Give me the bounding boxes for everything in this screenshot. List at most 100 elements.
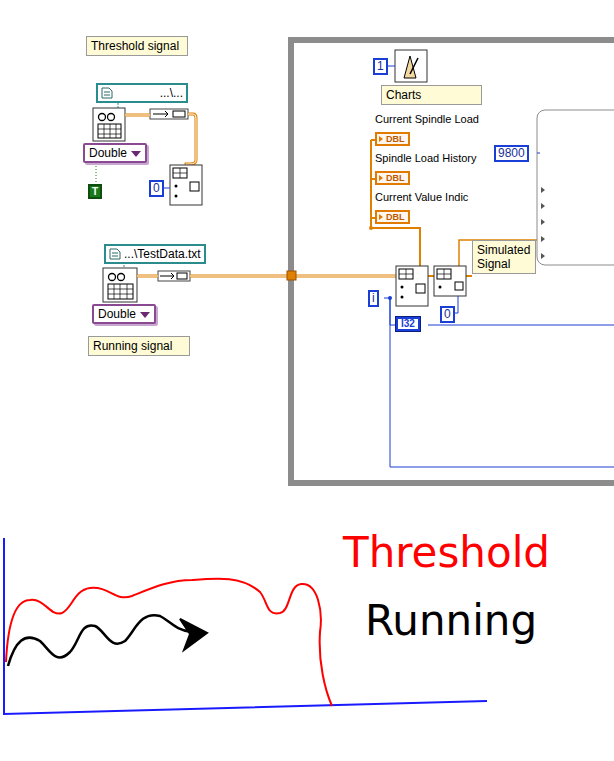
indicator-terminal: Current Value IndicDBL xyxy=(375,191,468,224)
read-spreadsheet-icon-part xyxy=(108,284,133,299)
threshold-curve xyxy=(6,579,332,706)
node-text: Charts xyxy=(386,88,421,102)
indicator-label: Current Spindle Load xyxy=(375,113,479,125)
index-array-icon-part xyxy=(401,296,404,299)
transpose-icon-part xyxy=(125,115,150,116)
index-array-icon xyxy=(162,165,202,205)
node-text: ...\... xyxy=(160,86,183,100)
node-text: Simulated Signal xyxy=(477,243,530,271)
index-array-icon-part xyxy=(434,266,466,296)
read-spreadsheet-icon-part xyxy=(98,124,121,138)
node-text: Threshold signal xyxy=(91,39,179,53)
iteration-terminal: i xyxy=(368,290,379,307)
node-text: ...\TestData.txt xyxy=(124,247,201,261)
numeric-constant: 1 xyxy=(373,58,388,75)
terminal-type: DBL xyxy=(386,212,405,222)
path-icon xyxy=(109,248,121,260)
sketch-label: Threshold xyxy=(343,528,550,577)
ring-constant: Double xyxy=(83,143,147,163)
indicator-label: Spindle Load History xyxy=(375,152,477,164)
integer-wire xyxy=(384,296,614,467)
node-text: 0 xyxy=(153,181,160,195)
read-spreadsheet-icon-part xyxy=(108,114,115,121)
numeric-constant: 0 xyxy=(149,180,164,197)
path-constant: ...\TestData.txt xyxy=(104,244,206,264)
index-array-icon xyxy=(396,266,466,306)
sketch-label: Running xyxy=(365,596,537,645)
path-icon-shape xyxy=(102,88,112,98)
transpose-icon-part xyxy=(137,276,158,277)
read-spreadsheet-icon-part xyxy=(118,274,125,281)
dbl-terminal: DBL xyxy=(375,210,410,224)
running-curve-part xyxy=(180,619,207,650)
metronome-icon-part xyxy=(395,50,427,82)
index-array-icon-part xyxy=(437,269,451,279)
array-wire-part xyxy=(369,226,373,230)
running-curve xyxy=(8,615,207,666)
dbl-terminal: DBL xyxy=(375,132,410,146)
express-vi-box-part xyxy=(537,110,614,265)
integer-wire-part xyxy=(384,298,614,467)
node-text: 9800 xyxy=(498,146,525,160)
index-array-icon-part xyxy=(173,168,187,178)
terminal-arrow xyxy=(379,136,383,142)
node-text: 0 xyxy=(444,307,451,321)
free-label: Threshold signal xyxy=(86,36,188,56)
express-vi-box-part xyxy=(537,153,540,154)
path-icon-shape xyxy=(110,249,120,259)
read-spreadsheet-icon-part xyxy=(96,163,97,186)
free-label: Charts xyxy=(381,85,482,105)
terminal-type: DBL xyxy=(386,134,405,144)
node-text: I32 xyxy=(401,318,415,329)
indicator-label: Current Value Indic xyxy=(375,191,468,203)
terminal-arrow xyxy=(379,175,383,181)
dbl-terminal: DBL xyxy=(375,171,410,185)
index-array-icon-part xyxy=(437,269,451,279)
transpose-icon-part xyxy=(160,273,174,279)
array-wire-part xyxy=(287,271,296,280)
transpose-icon-part xyxy=(186,114,196,166)
node-text: T xyxy=(92,186,98,197)
indicator-terminal: Spindle Load HistoryDBL xyxy=(375,152,477,185)
read-spreadsheet-icon-part xyxy=(99,114,106,121)
free-label: Running signal xyxy=(88,336,190,356)
transpose-icon-part xyxy=(173,111,185,117)
index-array-icon-part xyxy=(396,266,428,306)
index-array-icon-part xyxy=(173,168,187,178)
read-spreadsheet-icon-part xyxy=(108,284,133,299)
transpose-icon xyxy=(137,271,190,281)
array-wire-part xyxy=(466,275,472,277)
ring-constant: Double xyxy=(92,304,156,324)
index-array-icon-part xyxy=(170,165,202,205)
free-label: Simulated Signal xyxy=(472,240,536,274)
read-spreadsheet-icon xyxy=(103,262,137,302)
metronome-icon-part xyxy=(410,58,418,74)
path-icon xyxy=(101,87,113,99)
numeric-constant: 0 xyxy=(440,306,455,323)
terminal-arrow xyxy=(379,214,383,220)
node-text: 1 xyxy=(377,59,384,73)
array-wire-part xyxy=(428,275,434,277)
integer-wire-part xyxy=(428,325,614,326)
express-vi-box-part xyxy=(541,187,545,259)
index-array-icon-part xyxy=(175,185,178,188)
path-constant: ...\... xyxy=(96,83,188,103)
index-array-icon-part xyxy=(190,182,199,191)
terminal-type: DBL xyxy=(386,173,405,183)
express-vi-box xyxy=(537,110,614,265)
read-spreadsheet-icon-part xyxy=(98,124,121,138)
dropdown-arrow xyxy=(140,312,150,318)
read-spreadsheet-icon-part xyxy=(109,274,116,281)
numeric-constant: 9800 xyxy=(494,145,529,162)
integer-wire-part xyxy=(388,296,392,300)
index-array-icon-part xyxy=(399,269,413,279)
read-spreadsheet-icon-part xyxy=(103,268,137,302)
array-wire xyxy=(190,140,537,280)
metronome-icon xyxy=(385,50,427,82)
index-array-icon-part xyxy=(399,269,413,279)
index-array-icon-part xyxy=(439,286,442,289)
index-array-icon-part xyxy=(455,282,463,290)
running-curve-part xyxy=(8,615,192,666)
transpose-icon-part xyxy=(150,109,188,119)
